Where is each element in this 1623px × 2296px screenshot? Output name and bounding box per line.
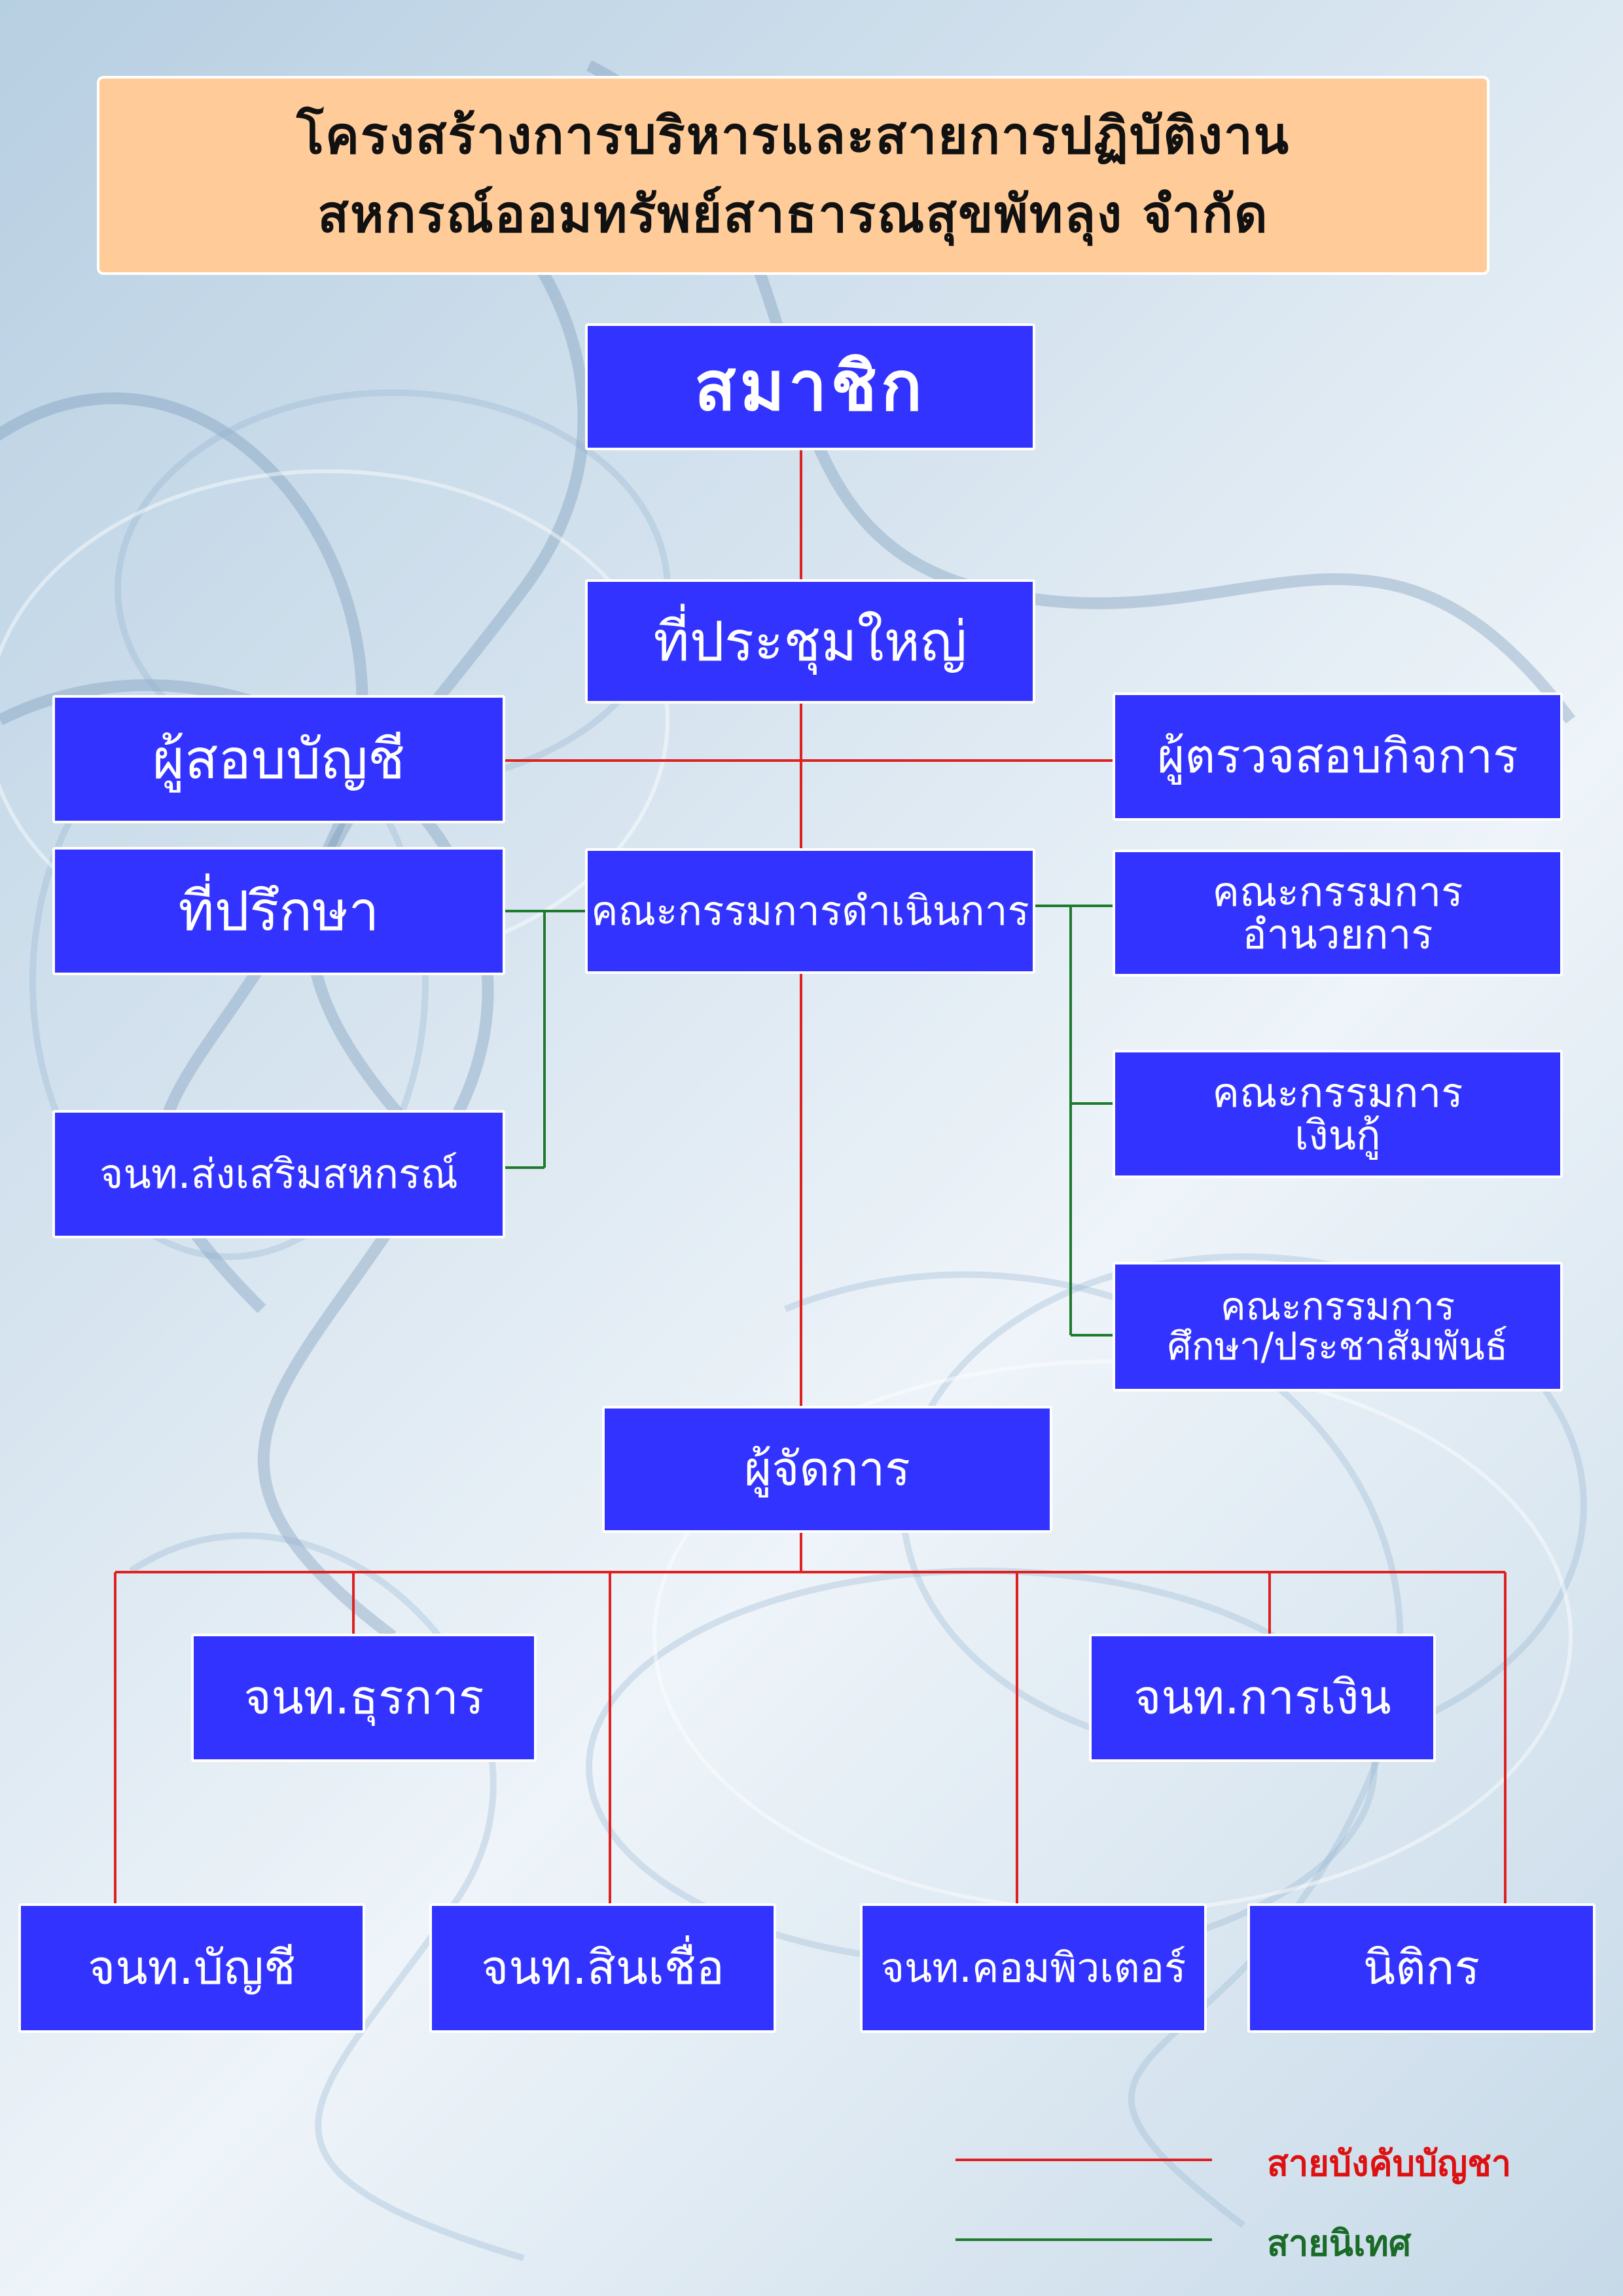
node-members: สมาชิก — [585, 323, 1035, 450]
legend-command-label: สายบังคับบัญชา — [1267, 2135, 1511, 2191]
node-promotion-officer: จนท.ส่งเสริมสหกรณ์ — [52, 1110, 505, 1238]
node-education-committee: คณะกรรมการ ศึกษา/ประชาสัมพันธ์ — [1113, 1262, 1563, 1391]
node-auditor: ผู้สอบบัญชี — [52, 695, 505, 823]
title-line-2: สหกรณ์ออมทรัพย์สาธารณสุขพัทลุง จำกัด — [317, 175, 1268, 254]
chart-title: โครงสร้างการบริหารและสายการปฏิบัติงาน สห… — [97, 76, 1489, 275]
node-accounting-officer: จนท.บัญชี — [18, 1903, 365, 2033]
node-board: คณะกรรมการดำเนินการ — [585, 848, 1035, 974]
node-credit-officer: จนท.สินเชื่อ — [429, 1903, 776, 2033]
node-inspector: ผู้ตรวจสอบกิจการ — [1113, 692, 1563, 821]
title-line-1: โครงสร้างการบริหารและสายการปฏิบัติงาน — [296, 97, 1290, 175]
node-computer-officer: จนท.คอมพิวเตอร์ — [860, 1903, 1207, 2033]
node-finance-officer: จนท.การเงิน — [1089, 1634, 1436, 1762]
node-general-meeting: ที่ประชุมใหญ่ — [585, 579, 1035, 704]
node-clerical-officer: จนท.ธุรการ — [191, 1634, 537, 1762]
node-loan-committee: คณะกรรมการ เงินกู้ — [1113, 1050, 1563, 1178]
node-manager: ผู้จัดการ — [602, 1406, 1052, 1533]
node-legal-officer: นิติกร — [1247, 1903, 1596, 2033]
node-admin-committee: คณะกรรมการ อำนวยการ — [1113, 850, 1563, 977]
legend-supervision-label: สายนิเทศ — [1267, 2215, 1411, 2271]
node-advisor: ที่ปรึกษา — [52, 847, 505, 975]
